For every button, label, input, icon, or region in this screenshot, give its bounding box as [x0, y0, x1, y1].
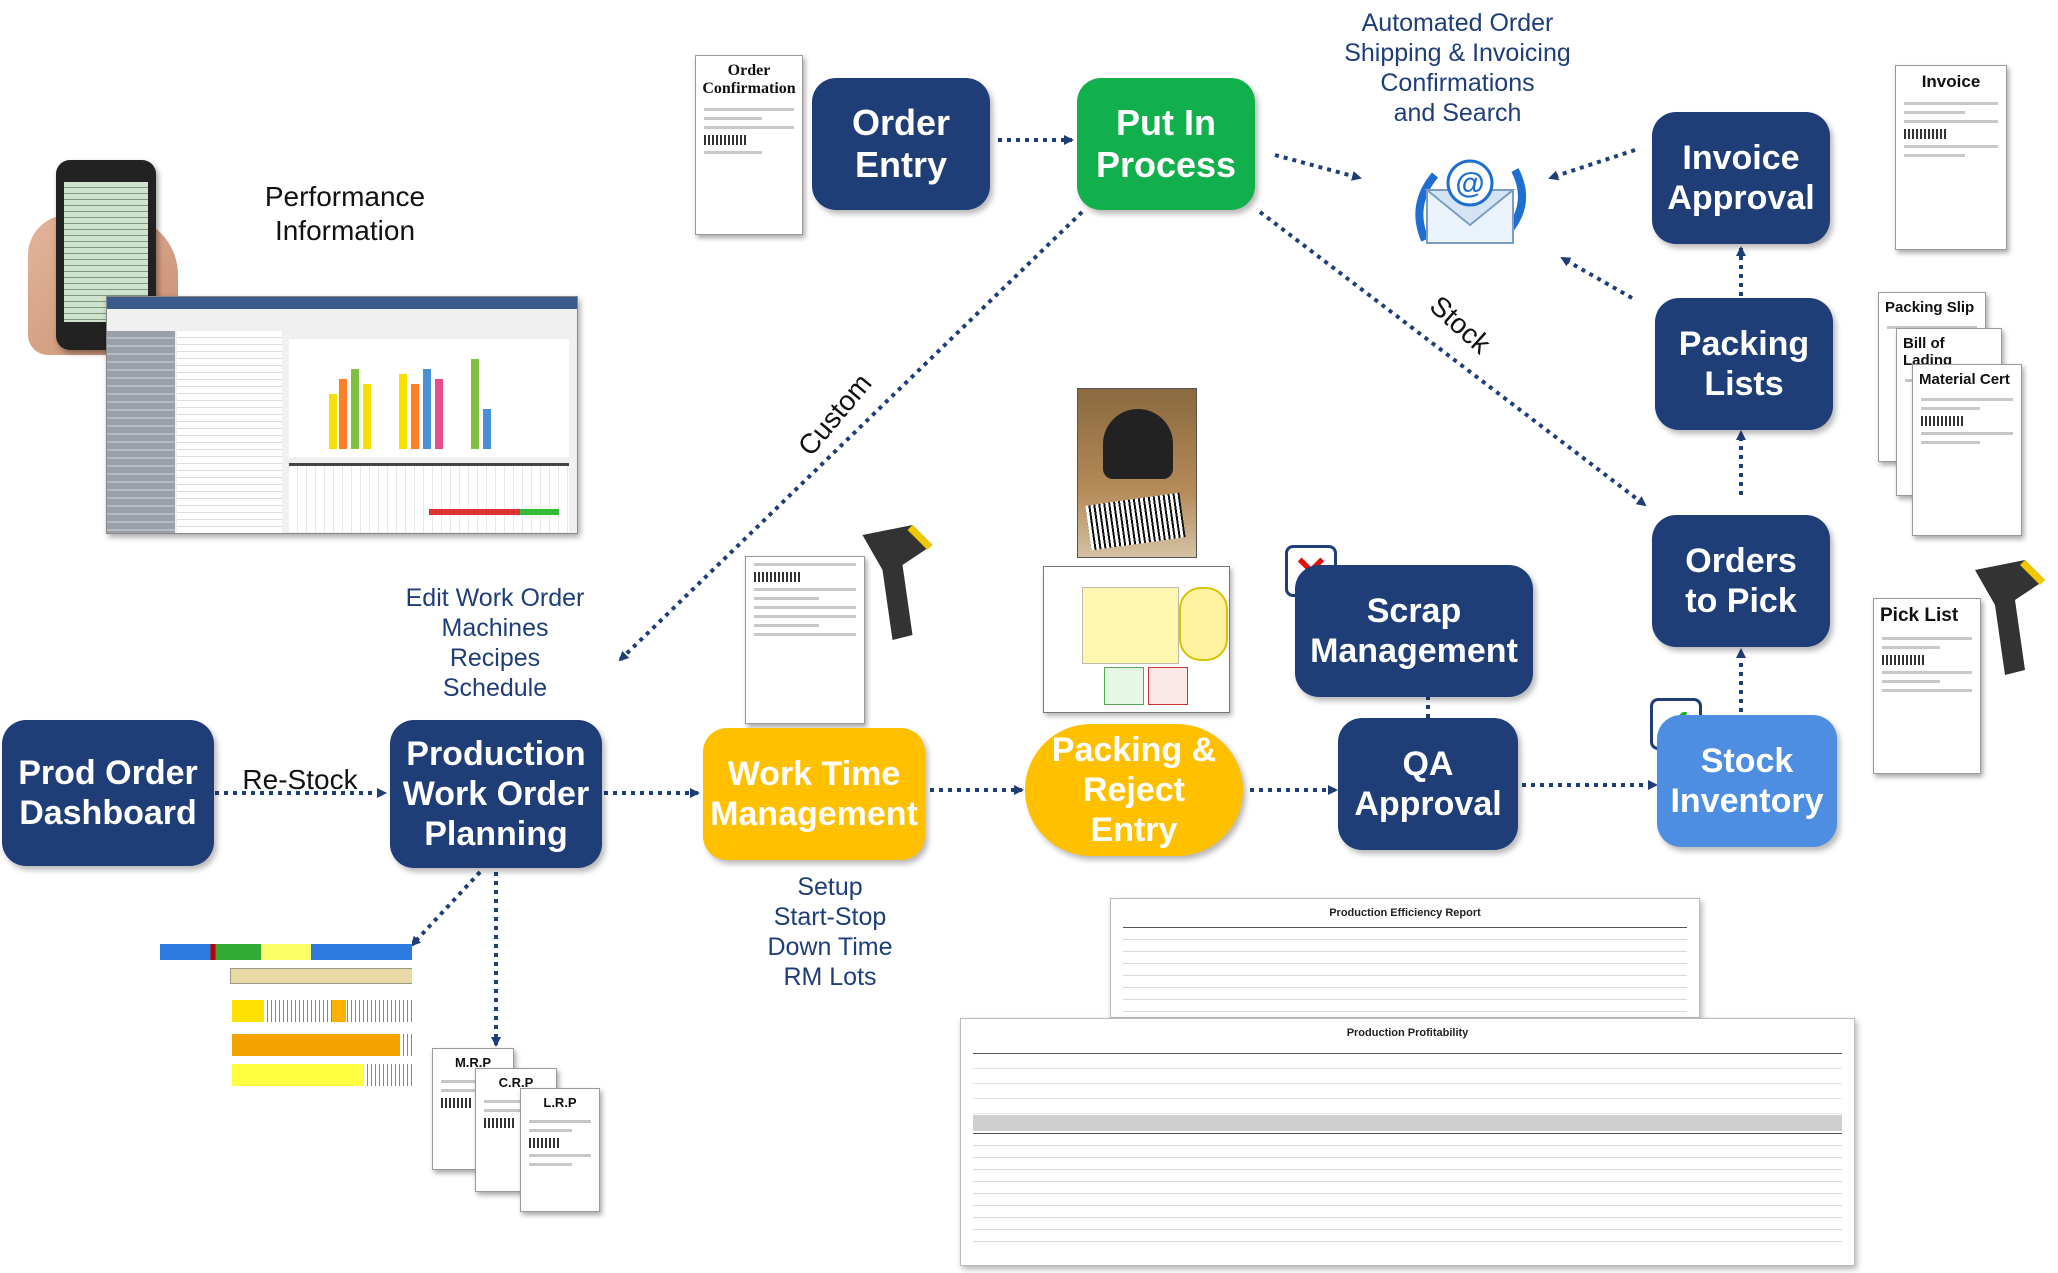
profitability-report-rows: [973, 1133, 1842, 1246]
packing-slip-title: Packing Slip: [1885, 299, 1975, 316]
stock-inventory-node: Stock Inventory: [1657, 715, 1837, 847]
edit-work-order-label: Edit Work Order Machines Recipes Schedul…: [405, 584, 585, 702]
automated-order-label: Automated Order Shipping & Invoicing Con…: [1344, 9, 1571, 127]
put-in-process-node: Put In Process: [1077, 78, 1255, 210]
sales-dashboard-screenshot: [106, 296, 578, 534]
profitability-report-title: Production Profitability: [1346, 1027, 1469, 1039]
dashboard-sidebar: [107, 331, 175, 533]
material-cert-title: Material Cert: [1919, 371, 2010, 388]
dashboard-bar-chart: [289, 339, 569, 457]
svg-text:@: @: [1455, 167, 1484, 200]
invoice-approval-node: Invoice Approval: [1652, 112, 1830, 244]
dashboard-tabs: [107, 297, 577, 309]
crp-title: C.R.P: [498, 1075, 534, 1090]
arrow-invoice-approval-to-email: [1548, 148, 1636, 181]
arrow-packing-lists-to-email: [1560, 256, 1633, 300]
pick-list-document: Pick List: [1873, 598, 1981, 774]
pick-list-title: Pick List: [1880, 605, 1959, 626]
gantt-row-3: [232, 1064, 412, 1086]
packing-reject-entry-node: Packing & Reject Entry: [1025, 724, 1243, 856]
production-profitability-report: Production Profitability: [960, 1018, 1855, 1266]
order-confirmation-document: Order Confirmation: [695, 55, 803, 235]
profitability-report-header: [973, 1053, 1842, 1114]
gantt-bar-2: [332, 1000, 346, 1022]
setup-start-stop-label: Setup Start-Stop Down Time RM Lots: [767, 873, 893, 991]
mrp-title: M.R.P: [454, 1055, 492, 1070]
gantt-bar-4: [232, 1064, 364, 1086]
lrp-title: L.R.P: [543, 1095, 577, 1110]
invoice-title: Invoice: [1921, 72, 1981, 91]
gantt-row-2: [232, 1034, 412, 1056]
arrow-put-in-process-to-email: [1274, 153, 1362, 181]
gantt-dates: [230, 968, 412, 984]
efficiency-report-grid: [1123, 927, 1687, 1012]
barcode-scanner-icon: [1975, 560, 2045, 675]
scanner-photo: [1077, 388, 1197, 558]
arrow-put-in-process-to-orders-stock: [1258, 210, 1647, 507]
work-time-management-node: Work Time Management: [703, 728, 925, 860]
gantt-header: [160, 944, 412, 960]
scanner-photo-device: [1103, 409, 1173, 479]
packing-lists-node: Packing Lists: [1655, 298, 1833, 430]
material-cert-document: Material Cert: [1912, 364, 2022, 536]
invoice-document: Invoice: [1895, 65, 2007, 250]
email-envelope-graphic: @: [1415, 159, 1526, 244]
packing-entry-screen: [1043, 566, 1230, 713]
scrap-management-node: Scrap Management: [1295, 565, 1533, 697]
packing-entry-form: [1082, 587, 1179, 664]
order-confirmation-title: Order Confirmation: [702, 62, 796, 97]
order-entry-node: Order Entry: [812, 78, 990, 210]
re-stock-label: Re-Stock: [242, 764, 358, 795]
gantt-row-1: [232, 1000, 412, 1022]
dashboard-list: [177, 331, 282, 533]
scanner-photo-label: [1085, 492, 1186, 551]
packing-entry-pct-pack: [1148, 667, 1188, 705]
efficiency-report-title: Production Efficiency Report: [1329, 907, 1481, 919]
email-icon: @: [1405, 145, 1535, 255]
gantt-bar-3: [232, 1034, 400, 1056]
production-efficiency-report: Production Efficiency Report: [1110, 898, 1700, 1018]
dashboard-gauges: [289, 463, 569, 532]
packing-entry-gauge: [1179, 587, 1228, 661]
barcode-scanner-icon-worktime: [862, 525, 933, 640]
profitability-report-band: [973, 1115, 1842, 1131]
production-order-form: [745, 556, 865, 724]
qa-approval-node: QA Approval: [1338, 718, 1518, 850]
orders-to-pick-node: Orders to Pick: [1652, 515, 1830, 647]
dashboard-gauge-red: [429, 509, 559, 515]
gantt-schedule-screenshot: [160, 942, 412, 1090]
performance-information-label: Performance Information: [264, 181, 426, 246]
prod-order-dashboard-node: Prod Order Dashboard: [2, 720, 214, 866]
arrow-planning-to-gantt: [410, 870, 482, 947]
packing-entry-pct-std: [1104, 667, 1144, 705]
production-work-order-planning-node: Production Work Order Planning: [390, 720, 602, 868]
lrp-document: L.R.P: [520, 1088, 600, 1212]
gantt-bar-1: [232, 1000, 264, 1022]
